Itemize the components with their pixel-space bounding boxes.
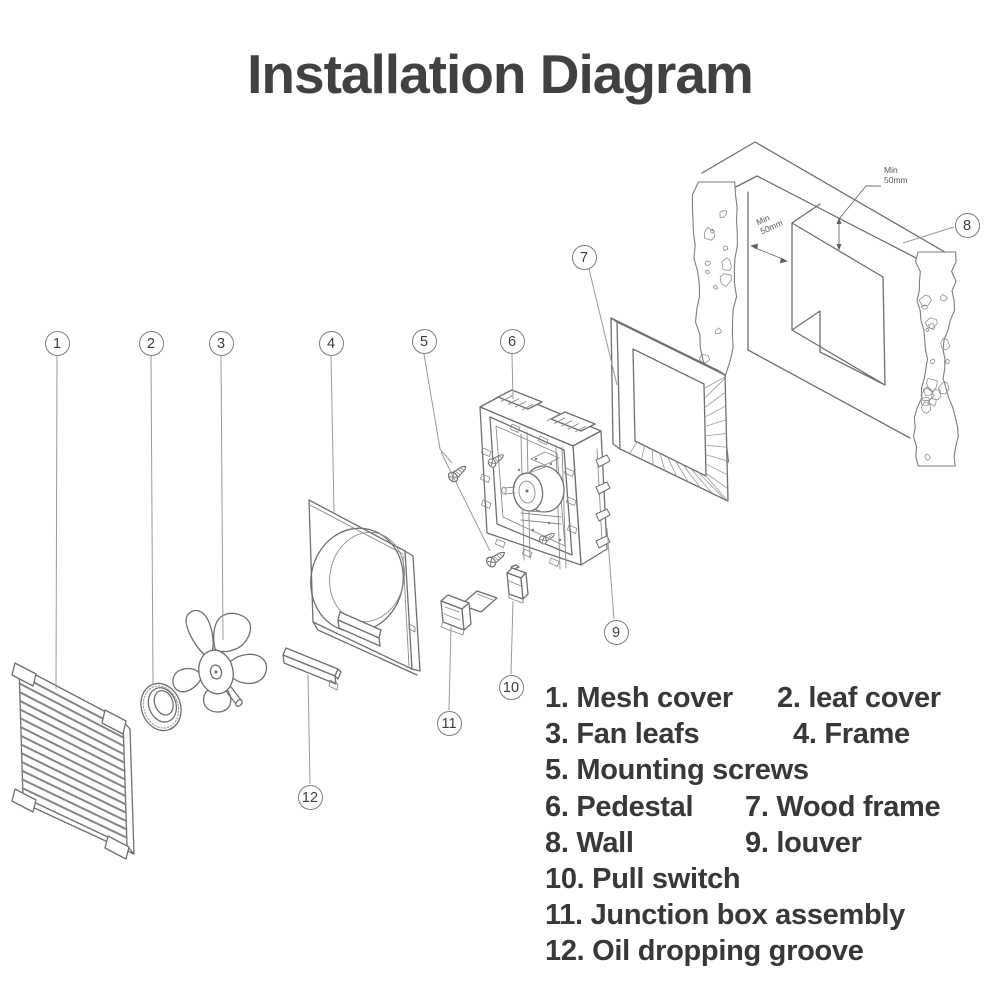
- louver-fins: [595, 454, 611, 549]
- legend-entry: 1. Mesh cover: [545, 682, 733, 714]
- callout-6: 6: [499, 328, 525, 354]
- fan-leafs-drawing: [172, 609, 268, 713]
- legend-entry: 4. Frame: [793, 718, 910, 751]
- callout-4: 4: [318, 330, 344, 356]
- legend-row: 11. Junction box assembly: [530, 897, 995, 933]
- frame-drawing: [308, 499, 421, 676]
- dimension-text: 50mm: [884, 174, 908, 185]
- legend-entry: 7. Wood frame: [745, 790, 941, 823]
- legend-entry: 6. Pedestal: [545, 790, 694, 823]
- leaf-cover-drawing: [140, 682, 182, 732]
- legend-entry: 8. Wall: [545, 826, 634, 859]
- legend-entry: 11. Junction box assembly: [545, 899, 905, 932]
- pull-switch-drawing: [506, 564, 529, 604]
- legend-row: 12. Oil dropping groove: [530, 933, 995, 969]
- callout-11: 11: [436, 710, 462, 736]
- callout-1: 1: [44, 330, 70, 356]
- legend-row: 1. Mesh cover 2. leaf cover: [530, 680, 995, 716]
- page-title: Installation Diagram: [247, 43, 754, 105]
- callout-10: 10: [498, 674, 524, 700]
- leader-lines: [55, 226, 955, 785]
- oil-groove-drawing: [282, 647, 342, 691]
- legend-entry: 3. Fan leafs: [545, 718, 700, 751]
- wall-drawing: [701, 141, 952, 439]
- parts-legend: 1. Mesh cover 2. leaf cover 3. Fan leafs…: [530, 680, 995, 970]
- pedestal-drawing: [479, 389, 611, 570]
- wood-frame-drawing: [610, 317, 729, 502]
- wall-broken-edge-texture: [691, 181, 959, 467]
- callout-8: 8: [954, 212, 980, 238]
- dimension-text: Min: [884, 165, 898, 175]
- legend-entry: 9. louver: [745, 826, 862, 859]
- legend-row: 10. Pull switch: [530, 861, 995, 897]
- callout-12: 12: [297, 784, 323, 810]
- callout-7: 7: [571, 244, 597, 270]
- legend-row: 5. Mounting screws: [530, 752, 995, 788]
- pedestal-screws: [487, 454, 556, 545]
- legend-entry: 12. Oil dropping groove: [545, 935, 864, 968]
- legend-row: 3. Fan leafs 4. Frame: [530, 716, 995, 752]
- dimension-arrows: [750, 185, 881, 264]
- legend-entry: 5. Mounting screws: [545, 754, 809, 787]
- callout-2: 2: [138, 330, 164, 356]
- legend-row: 8. Wall 9. louver: [530, 825, 995, 861]
- legend-entry: 2. leaf cover: [777, 682, 941, 714]
- dimension-label-top: Min 50mm: [884, 165, 908, 185]
- legend-row: 6. Pedestal 7. Wood frame: [530, 789, 995, 825]
- callout-5: 5: [411, 328, 437, 354]
- junction-box-drawing: [440, 590, 498, 636]
- mesh-cover-drawing: [11, 662, 135, 860]
- mounting-screws-drawing: [447, 465, 506, 568]
- callout-9: 9: [603, 619, 629, 645]
- callout-3: 3: [208, 330, 234, 356]
- legend-entry: 10. Pull switch: [545, 862, 741, 895]
